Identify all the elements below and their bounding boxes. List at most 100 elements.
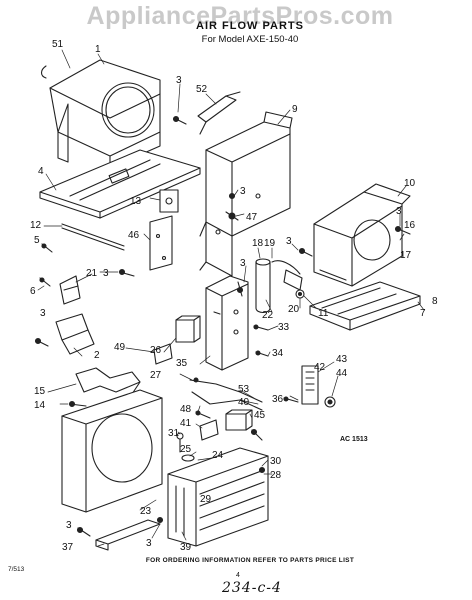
callout-1: 1	[95, 44, 101, 55]
screw	[156, 516, 164, 524]
callout-24: 24	[212, 450, 224, 461]
screw	[228, 192, 236, 200]
callout-36: 36	[272, 394, 284, 405]
screw	[195, 410, 211, 419]
partition-panel	[199, 111, 293, 277]
screw	[258, 466, 266, 474]
callout-40: 40	[238, 397, 250, 408]
callout-25: 25	[180, 444, 192, 455]
callout-3: 3	[66, 520, 72, 531]
edge-code: 7/513	[8, 566, 25, 573]
callout-33: 33	[278, 322, 290, 333]
callout-5: 5	[34, 235, 40, 246]
drain-tray	[309, 281, 421, 331]
relay	[225, 409, 253, 431]
callout-22: 22	[262, 310, 274, 321]
callout-52: 52	[196, 84, 208, 95]
capillary-tube	[189, 377, 263, 411]
fitting	[181, 454, 195, 462]
leader-lines	[37, 49, 425, 547]
callout-23: 23	[140, 506, 152, 517]
callout-21: 21	[86, 268, 98, 279]
callout-9: 9	[292, 104, 298, 115]
nameplate	[301, 365, 319, 405]
callout-14: 14	[34, 400, 46, 411]
callout-11: 11	[318, 308, 329, 319]
control-knob	[324, 396, 336, 408]
screw	[394, 225, 411, 235]
callout-7: 7	[420, 308, 426, 319]
callout-20: 20	[288, 304, 300, 315]
screw	[253, 324, 269, 331]
callout-34: 34	[272, 348, 284, 359]
callout-30: 30	[270, 456, 282, 467]
callout-27: 27	[150, 370, 162, 381]
callout-48: 48	[180, 404, 192, 415]
rod	[61, 223, 125, 251]
diagram-code: AC 1513	[340, 436, 368, 443]
callout-39: 39	[180, 542, 192, 553]
callout-51: 51	[52, 39, 64, 50]
screw	[41, 243, 53, 253]
bracket-bar	[197, 91, 241, 135]
callout-47: 47	[246, 212, 258, 223]
capacitor	[175, 315, 201, 343]
screw	[255, 350, 269, 357]
callout-12: 12	[30, 220, 42, 231]
callout-15: 15	[34, 386, 46, 397]
screw	[250, 428, 263, 441]
callout-28: 28	[270, 470, 282, 481]
screw	[298, 247, 313, 257]
screw	[118, 268, 135, 277]
callout-19: 19	[264, 238, 276, 249]
bearing-clip	[295, 289, 305, 299]
callout-46: 46	[128, 230, 140, 241]
screw	[76, 526, 91, 537]
screw	[172, 115, 187, 125]
callout-8: 8	[432, 296, 438, 307]
fan-shroud	[61, 389, 163, 513]
callout-4: 4	[38, 166, 44, 177]
callout-labels: 51 1 3 52 9 4 3 13 47 10 3 16 12 5 46 18…	[30, 39, 438, 553]
motor-bracket	[75, 367, 141, 395]
screw	[34, 337, 49, 347]
callout-26: 26	[150, 345, 162, 356]
fitting	[176, 432, 184, 453]
callout-10: 10	[404, 178, 416, 189]
callout-44: 44	[336, 368, 348, 379]
callout-3: 3	[396, 206, 402, 217]
switch-part	[159, 189, 179, 213]
callout-29: 29	[200, 494, 212, 505]
front-shroud	[40, 59, 161, 169]
bracket-21	[59, 275, 81, 305]
callout-31: 31	[168, 428, 180, 439]
callout-6: 6	[30, 286, 36, 297]
callout-3: 3	[286, 236, 292, 247]
callout-3: 3	[240, 258, 246, 269]
clamp	[55, 313, 95, 355]
callout-49: 49	[114, 342, 126, 353]
control-panel	[205, 275, 249, 371]
callout-41: 41	[180, 418, 192, 429]
callout-18: 18	[252, 238, 264, 249]
callout-3: 3	[40, 308, 46, 319]
callout-3: 3	[146, 538, 152, 549]
model-subtitle: For Model AXE-150-40	[201, 34, 299, 45]
callout-37: 37	[62, 542, 74, 553]
callout-45: 45	[254, 410, 266, 421]
callout-42: 42	[314, 362, 326, 373]
handwritten-note: 234-c-4	[222, 580, 282, 596]
overload-41	[199, 419, 219, 441]
watermark: AppliancePartsPros.com	[86, 2, 394, 30]
callout-17: 17	[400, 250, 412, 261]
ordering-footer: FOR ORDERING INFORMATION REFER TO PARTS …	[145, 557, 355, 564]
callout-35: 35	[176, 358, 188, 369]
nut	[39, 277, 51, 287]
diagram-title: AIR FLOW PARTS	[196, 20, 304, 32]
callout-3: 3	[240, 186, 246, 197]
callout-53: 53	[238, 384, 250, 395]
condenser-coil	[167, 447, 269, 547]
callout-43: 43	[336, 354, 348, 365]
callout-2: 2	[94, 350, 100, 361]
